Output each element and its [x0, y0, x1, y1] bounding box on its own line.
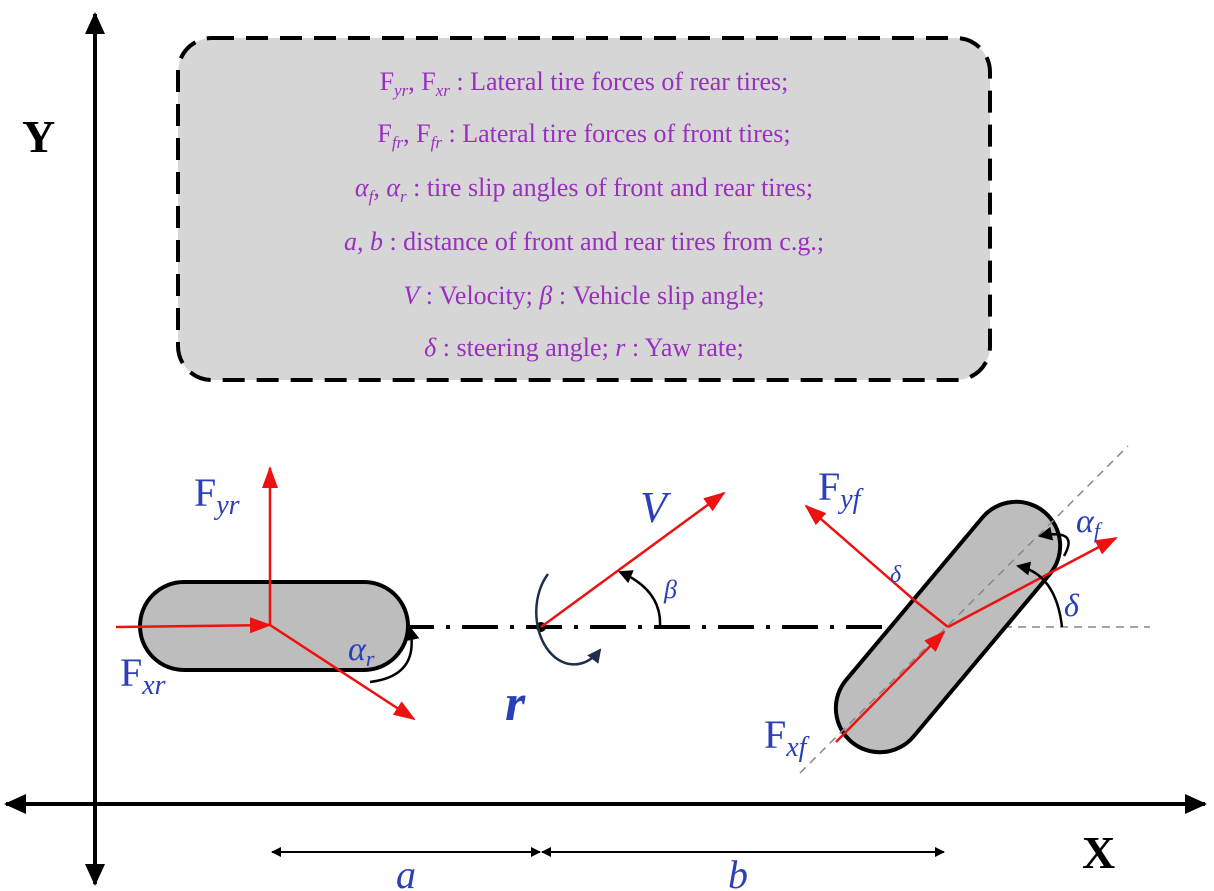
steering-reference-line — [799, 445, 1129, 774]
y-axis-label: Y — [22, 111, 55, 162]
yaw-rate-arc — [535, 573, 602, 666]
front-fx-arrow — [835, 630, 946, 743]
fxr-label: Fxr — [120, 650, 166, 701]
legend-line-1: Fyr, Fxr : Lateral tire forces of rear t… — [380, 67, 789, 100]
fxf-label: Fxf — [764, 712, 810, 763]
legend-line-4: a, b : distance of front and rear tires … — [344, 227, 824, 256]
delta-arc — [1016, 561, 1064, 628]
beta-arc — [618, 570, 662, 628]
front-fy-arrow — [804, 504, 915, 601]
legend-line-5: V : Velocity; β : Vehicle slip angle; — [403, 281, 764, 310]
yaw-rate-label: r — [505, 675, 526, 732]
fyr-label: Fyr — [194, 470, 240, 521]
legend-line-2: Ffr, Ffr : Lateral tire forces of front … — [377, 119, 790, 152]
beta-label: β — [663, 575, 677, 604]
alpha-f-label: αf — [1076, 503, 1103, 543]
legend-line-3: αf, αr : tire slip angles of front and r… — [355, 173, 813, 206]
rear-fx-arrow — [115, 617, 272, 634]
legend-box — [176, 36, 992, 382]
delta-label-upper: δ — [890, 562, 902, 588]
rear-velocity-arrow — [269, 623, 416, 721]
velocity-label: V — [640, 483, 672, 532]
velocity-arrow — [540, 491, 726, 629]
alpha-r-label: αr — [348, 631, 375, 671]
delta-label-lower: δ — [1064, 587, 1080, 623]
x-axis-label: X — [1082, 827, 1115, 878]
alpha-r-arc — [369, 626, 420, 684]
front-velocity-arrow — [947, 536, 1118, 629]
legend-line-6: δ : steering angle; r : Yaw rate; — [424, 333, 744, 362]
front-fy-stem — [913, 599, 949, 628]
legend: Fyr, Fxr : Lateral tire forces of rear t… — [344, 67, 824, 362]
distance-a-label: a — [396, 852, 416, 891]
alpha-f-arc — [1038, 526, 1070, 557]
distance-b-label: b — [728, 852, 748, 891]
fyf-label: Fyf — [818, 464, 864, 515]
